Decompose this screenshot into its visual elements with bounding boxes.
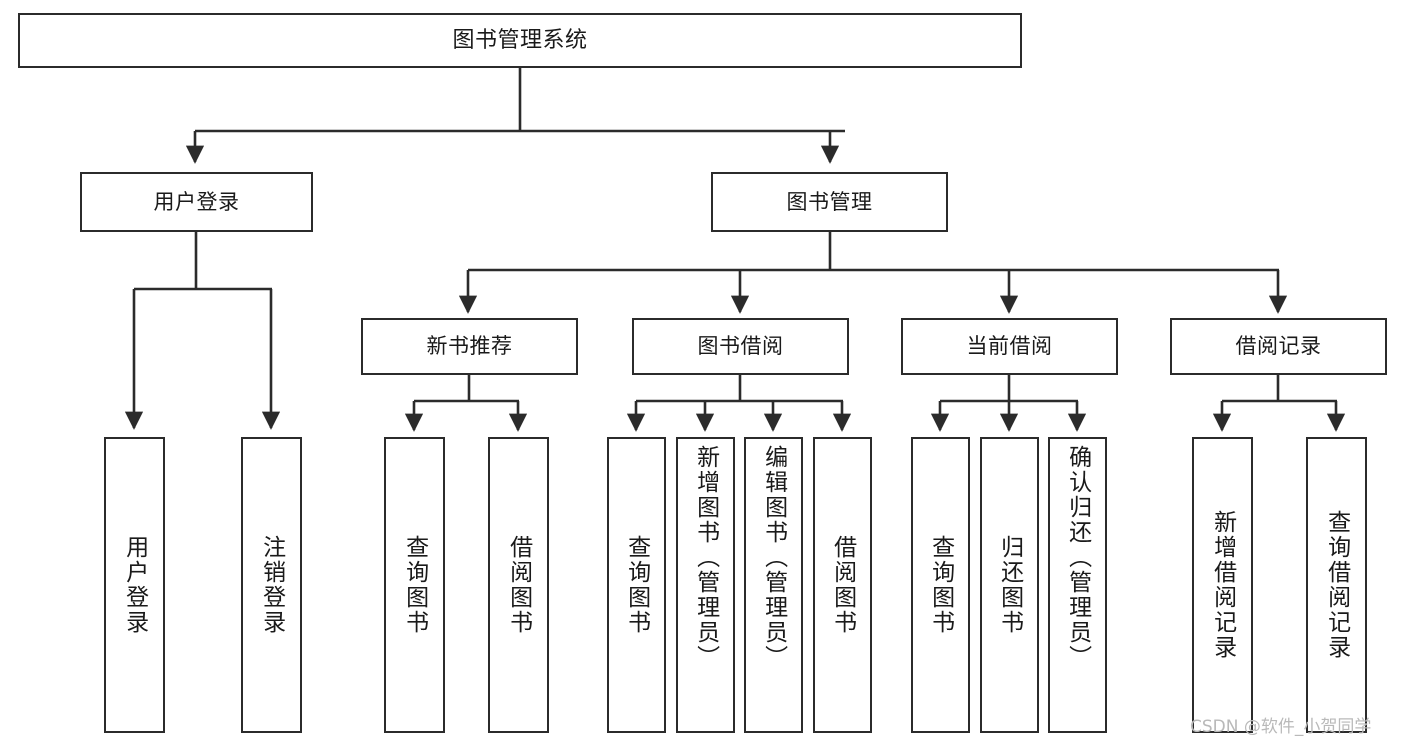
node-label: 查询图书 (401, 535, 428, 635)
leaf-nb-query-book[interactable]: 查询图书 (384, 437, 445, 733)
node-borrow-record[interactable]: 借阅记录 (1170, 318, 1387, 375)
node-label: 确认归还（管理员） (1064, 445, 1091, 670)
node-label: 借阅图书 (505, 535, 532, 635)
leaf-user-login[interactable]: 用户登录 (104, 437, 165, 733)
csdn-watermark: CSDN @软件_小贺同学 (1190, 717, 1372, 737)
leaf-br-add-record[interactable]: 新增借阅记录 (1192, 437, 1253, 733)
node-label: 查询图书 (927, 535, 954, 635)
node-label: 图书管理系统 (452, 27, 588, 53)
node-label: 借阅记录 (1235, 334, 1322, 359)
node-book-management[interactable]: 图书管理 (711, 172, 948, 232)
node-root-system[interactable]: 图书管理系统 (18, 13, 1022, 68)
leaf-bb-query-book[interactable]: 查询图书 (607, 437, 666, 733)
node-label: 新增图书（管理员） (692, 445, 719, 670)
leaf-bb-edit-book[interactable]: 编辑图书（管理员） (744, 437, 803, 733)
node-label: 当前借阅 (966, 334, 1053, 359)
leaf-bb-borrow-book[interactable]: 借阅图书 (813, 437, 872, 733)
leaf-cb-confirm-return[interactable]: 确认归还（管理员） (1048, 437, 1107, 733)
node-label: 新增借阅记录 (1209, 510, 1236, 660)
node-new-book-recommend[interactable]: 新书推荐 (361, 318, 578, 375)
leaf-br-query-record[interactable]: 查询借阅记录 (1306, 437, 1367, 733)
node-label: 归还图书 (996, 535, 1023, 635)
node-label: 查询图书 (623, 535, 650, 635)
node-label: 图书借阅 (697, 334, 784, 359)
node-label: 借阅图书 (829, 535, 856, 635)
leaf-cb-return-book[interactable]: 归还图书 (980, 437, 1039, 733)
node-book-borrow[interactable]: 图书借阅 (632, 318, 849, 375)
node-label: 图书管理 (786, 189, 873, 214)
leaf-cb-query-book[interactable]: 查询图书 (911, 437, 970, 733)
node-user-login[interactable]: 用户登录 (80, 172, 313, 232)
node-label: 编辑图书（管理员） (760, 445, 787, 670)
leaf-bb-add-book[interactable]: 新增图书（管理员） (676, 437, 735, 733)
node-label: 新书推荐 (426, 334, 513, 359)
node-label: 用户登录 (121, 535, 148, 635)
leaf-logout[interactable]: 注销登录 (241, 437, 302, 733)
leaf-nb-borrow-book[interactable]: 借阅图书 (488, 437, 549, 733)
node-current-borrow[interactable]: 当前借阅 (901, 318, 1118, 375)
node-label: 注销登录 (258, 535, 285, 635)
node-label: 查询借阅记录 (1323, 510, 1350, 660)
node-label: 用户登录 (153, 189, 240, 214)
